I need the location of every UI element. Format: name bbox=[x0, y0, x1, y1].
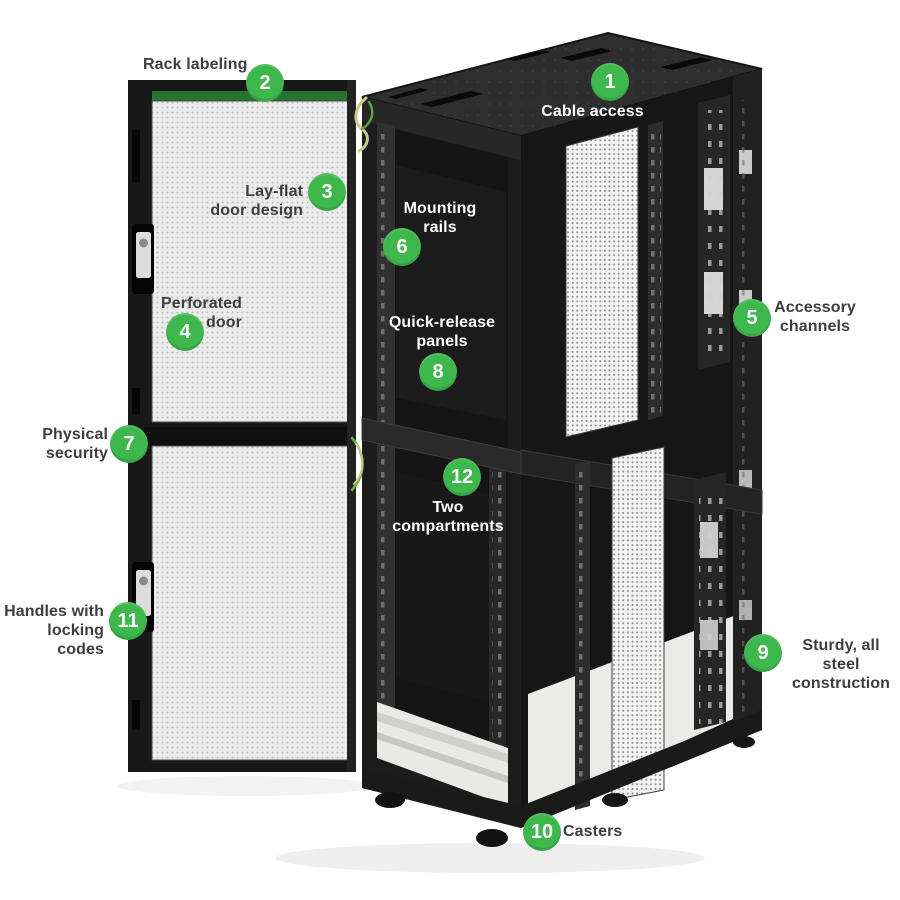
callout-quick-release-panels-label: Quick-release panels bbox=[388, 314, 496, 350]
callout-cable-access-label: Cable access bbox=[541, 103, 644, 120]
door-label-strip bbox=[152, 91, 348, 101]
grounding-wires bbox=[350, 96, 374, 492]
accessory-channel-upper bbox=[698, 95, 730, 370]
cable-cutout bbox=[660, 57, 713, 70]
casters bbox=[375, 736, 755, 847]
base-rail-side bbox=[521, 710, 762, 828]
callout-1-badge: 1 bbox=[591, 63, 629, 101]
callout-steel-construction-label: Sturdy, all steel construction bbox=[791, 637, 891, 692]
callout-rack-labeling-label: Rack labeling bbox=[143, 56, 248, 73]
callout-two-compartments-label: Two compartments bbox=[392, 499, 504, 535]
callout-6-badge: 6 bbox=[383, 228, 421, 266]
cable-cutout bbox=[388, 88, 429, 99]
callout-accessory-channels-label: Accessory channels bbox=[774, 299, 856, 335]
callout-mounting-rails-label: Mounting rails bbox=[403, 200, 477, 236]
callout-3-badge: 3 bbox=[308, 173, 346, 211]
accessory-channel-lower bbox=[694, 472, 726, 730]
door-split-band bbox=[144, 427, 350, 446]
side-mesh-lower bbox=[611, 446, 665, 801]
callout-perforated-door-label: Perforated door bbox=[160, 295, 242, 331]
door-upper-mesh bbox=[151, 100, 349, 423]
callout-4-badge: 4 bbox=[166, 313, 204, 351]
callout-8-badge: 8 bbox=[419, 353, 457, 391]
callout-handles-label: Handles with locking codes bbox=[4, 603, 104, 658]
rack-right-side bbox=[520, 69, 763, 828]
cable-cutout bbox=[420, 91, 483, 107]
cable-cutout bbox=[560, 48, 613, 61]
callout-2-badge: 2 bbox=[246, 64, 284, 102]
side-mesh-upper bbox=[565, 126, 639, 438]
callout-10-badge: 10 bbox=[523, 813, 561, 851]
callout-7-badge: 7 bbox=[110, 425, 148, 463]
cable-cutout bbox=[505, 50, 551, 61]
callout-lay-flat-door-label: Lay-flat door design bbox=[210, 183, 303, 219]
door-handle-upper bbox=[132, 224, 154, 294]
rack-cabinet bbox=[350, 31, 763, 847]
callout-11-badge: 11 bbox=[109, 602, 147, 640]
base-rail-front bbox=[362, 768, 521, 828]
floor-shadow bbox=[117, 776, 705, 873]
callout-9-badge: 9 bbox=[744, 634, 782, 672]
callout-physical-security-label: Physical security bbox=[42, 426, 108, 462]
rack-front-face bbox=[361, 97, 522, 828]
callout-12-badge: 12 bbox=[443, 458, 481, 496]
callout-5-badge: 5 bbox=[733, 299, 771, 337]
callout-casters-label: Casters bbox=[563, 823, 623, 840]
door-lower-mesh bbox=[151, 445, 349, 761]
